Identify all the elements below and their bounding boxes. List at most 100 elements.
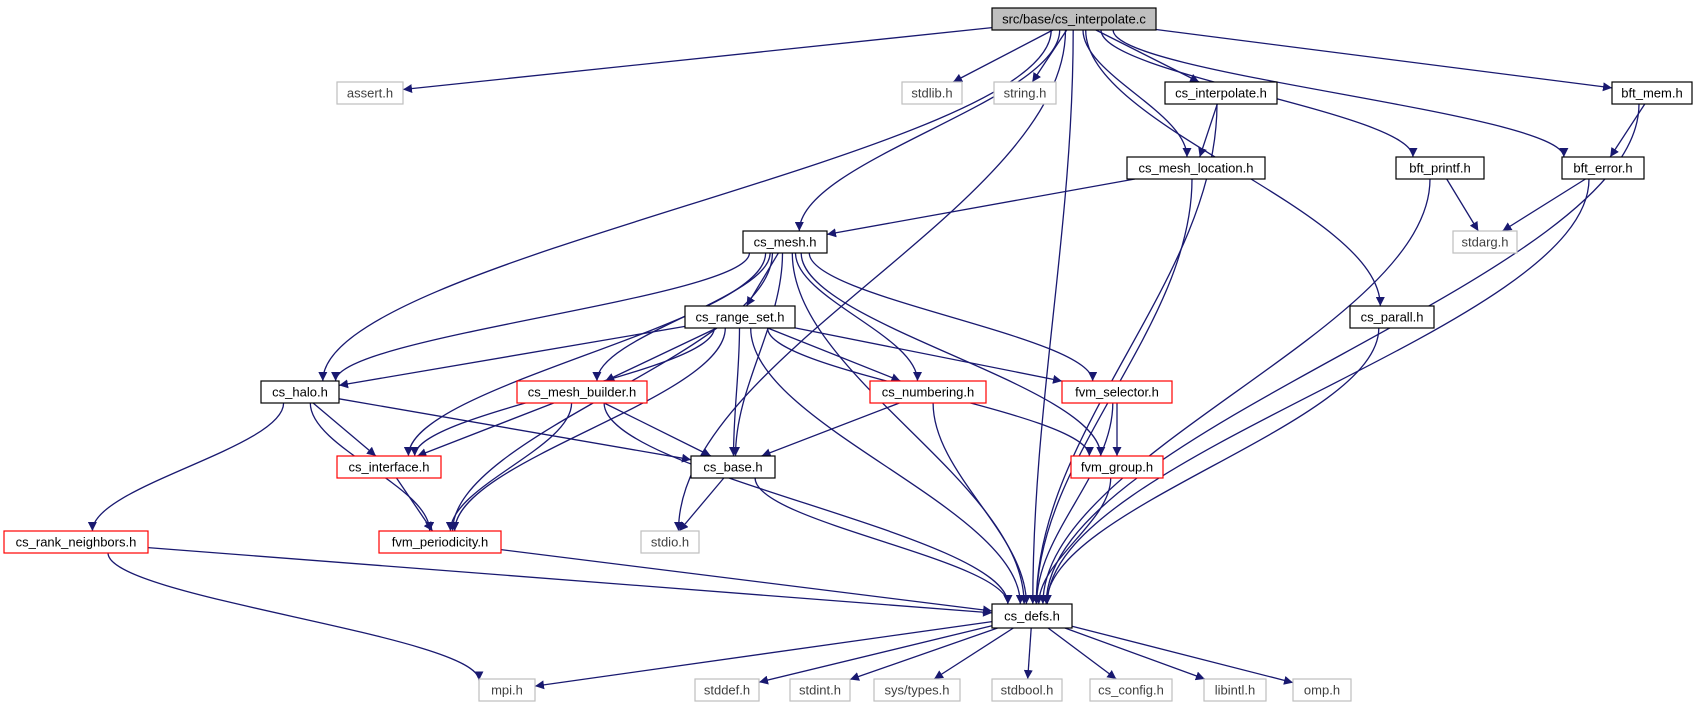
node-box xyxy=(1349,305,1435,329)
node-cs-halo-h[interactable]: cs_halo.h xyxy=(260,380,340,404)
edge-cs-mesh-builder-h-to-cs-base-h xyxy=(603,402,712,457)
node-cs-rank-neighbors-h[interactable]: cs_rank_neighbors.h xyxy=(3,530,149,554)
node-stdlib-h[interactable]: stdlib.h xyxy=(901,81,963,105)
edge-root-to-stdlib-h xyxy=(952,29,1054,83)
node-label: cs_halo.h xyxy=(272,385,328,400)
node-stdarg-h[interactable]: stdarg.h xyxy=(1452,230,1518,254)
node-cs-mesh-builder-h[interactable]: cs_mesh_builder.h xyxy=(516,380,648,404)
node-label: stdint.h xyxy=(799,683,841,698)
node-cs-range-set-h[interactable]: cs_range_set.h xyxy=(684,305,796,329)
edge-cs-mesh-builder-h-to-cs-defs-h xyxy=(603,402,1013,605)
node-label: cs_interpolate.h xyxy=(1175,86,1267,101)
node-label: bft_mem.h xyxy=(1621,86,1682,101)
node-box xyxy=(1164,81,1278,105)
edge-cs-defs-h-to-stddef-h xyxy=(758,625,993,685)
node-box xyxy=(1203,678,1267,702)
node-bft-printf-h[interactable]: bft_printf.h xyxy=(1395,156,1485,180)
edge-cs-range-set-h-to-cs-mesh-builder-h xyxy=(604,327,718,382)
edges-layer xyxy=(87,26,1646,690)
node-bft-error-h[interactable]: bft_error.h xyxy=(1561,156,1645,180)
nodes-layer: src/base/cs_interpolate.c assert.h stdli… xyxy=(3,7,1693,702)
node-box xyxy=(993,81,1057,105)
node-cs-parall-h[interactable]: cs_parall.h xyxy=(1349,305,1435,329)
node-cs-mesh-h[interactable]: cs_mesh.h xyxy=(742,230,828,254)
node-stdbool-h[interactable]: stdbool.h xyxy=(991,678,1063,702)
node-box xyxy=(684,305,796,329)
node-omp-h[interactable]: omp.h xyxy=(1292,678,1352,702)
edge-root-to-cs-interpolate-h xyxy=(1095,29,1200,83)
edge-bft-error-h-to-cs-defs-h xyxy=(1042,178,1590,605)
edge-fvm-selector-h-to-cs-defs-h xyxy=(1032,402,1114,605)
edge-root-to-bft-error-h xyxy=(1112,29,1569,158)
node-label: libintl.h xyxy=(1215,683,1255,698)
node-cs-config-h[interactable]: cs_config.h xyxy=(1089,678,1173,702)
node-box xyxy=(1292,678,1352,702)
node-box xyxy=(260,380,340,404)
node-label: fvm_selector.h xyxy=(1075,385,1159,400)
edge-cs-mesh-h-to-cs-halo-h xyxy=(331,252,751,382)
node-box xyxy=(694,678,760,702)
node-assert-h[interactable]: assert.h xyxy=(336,81,404,105)
node-bft-mem-h[interactable]: bft_mem.h xyxy=(1611,81,1693,105)
node-libintl-h[interactable]: libintl.h xyxy=(1203,678,1267,702)
node-label: stdbool.h xyxy=(1001,683,1054,698)
node-label: cs_defs.h xyxy=(1004,609,1060,624)
node-root-cs-interpolate-c[interactable]: src/base/cs_interpolate.c xyxy=(991,7,1157,31)
node-cs-numbering-h[interactable]: cs_numbering.h xyxy=(869,380,987,404)
edge-cs-mesh-location-h-to-cs-mesh-h xyxy=(826,178,1136,238)
node-mpi-h[interactable]: mpi.h xyxy=(478,678,536,702)
node-box xyxy=(1561,156,1645,180)
node-box xyxy=(478,678,536,702)
edge-cs-mesh-h-to-fvm-group-h xyxy=(800,252,1106,457)
edge-cs-mesh-h-to-cs-base-h xyxy=(731,252,784,457)
node-box xyxy=(742,230,828,254)
edge-fvm-group-h-to-cs-defs-h xyxy=(1034,477,1112,605)
node-sys-types-h[interactable]: sys/types.h xyxy=(873,678,961,702)
node-stdint-h[interactable]: stdint.h xyxy=(789,678,851,702)
node-stdio-h[interactable]: stdio.h xyxy=(640,530,700,554)
node-label: stdarg.h xyxy=(1462,235,1509,250)
edge-root-to-string-h xyxy=(1031,29,1068,83)
node-box xyxy=(336,455,442,479)
edge-cs-range-set-h-to-fvm-periodicity-h xyxy=(450,327,726,532)
node-cs-defs-h[interactable]: cs_defs.h xyxy=(991,603,1073,629)
node-cs-base-h[interactable]: cs_base.h xyxy=(690,455,776,479)
edge-cs-interpolate-h-to-cs-mesh-location-h xyxy=(1198,103,1218,158)
node-stddef-h[interactable]: stddef.h xyxy=(694,678,760,702)
node-box xyxy=(1070,455,1164,479)
node-box xyxy=(3,530,149,554)
node-box xyxy=(1061,380,1173,404)
node-cs-interface-h[interactable]: cs_interface.h xyxy=(336,455,442,479)
node-box xyxy=(640,530,700,554)
node-box xyxy=(991,678,1063,702)
node-box xyxy=(789,678,851,702)
node-cs-interpolate-h[interactable]: cs_interpolate.h xyxy=(1164,81,1278,105)
node-box xyxy=(901,81,963,105)
node-box xyxy=(516,380,648,404)
edge-root-to-cs-defs-h xyxy=(1028,29,1074,605)
edge-cs-range-set-h-to-fvm-selector-h xyxy=(794,327,1063,384)
node-label: cs_range_set.h xyxy=(696,310,785,325)
edge-cs-interface-h-to-fvm-periodicity-h xyxy=(395,477,434,532)
node-label: cs_rank_neighbors.h xyxy=(16,535,137,550)
node-cs-mesh-location-h[interactable]: cs_mesh_location.h xyxy=(1126,156,1266,180)
node-fvm-selector-h[interactable]: fvm_selector.h xyxy=(1061,380,1173,404)
edge-bft-error-h-to-stdarg-h xyxy=(1502,178,1586,232)
edge-cs-range-set-h-to-cs-base-h xyxy=(729,327,741,457)
node-box xyxy=(1611,81,1693,105)
edge-root-to-bft-mem-h xyxy=(1155,28,1613,92)
node-fvm-group-h[interactable]: fvm_group.h xyxy=(1070,455,1164,479)
edge-cs-rank-neighbors-h-to-cs-defs-h xyxy=(147,546,993,617)
edge-fvm-periodicity-h-to-cs-defs-h xyxy=(500,548,993,615)
node-box xyxy=(991,7,1157,31)
node-fvm-periodicity-h[interactable]: fvm_periodicity.h xyxy=(378,530,502,554)
edge-cs-halo-h-to-cs-rank-neighbors-h xyxy=(87,402,285,532)
edge-cs-range-set-h-to-cs-halo-h xyxy=(338,325,686,389)
node-label: cs_mesh_builder.h xyxy=(528,385,636,400)
edge-cs-defs-h-to-sys-types-h xyxy=(933,627,1014,680)
node-label: fvm_group.h xyxy=(1081,460,1153,475)
node-box xyxy=(1395,156,1485,180)
edge-cs-defs-h-to-omp-h xyxy=(1071,625,1294,685)
node-string-h[interactable]: string.h xyxy=(993,81,1057,105)
